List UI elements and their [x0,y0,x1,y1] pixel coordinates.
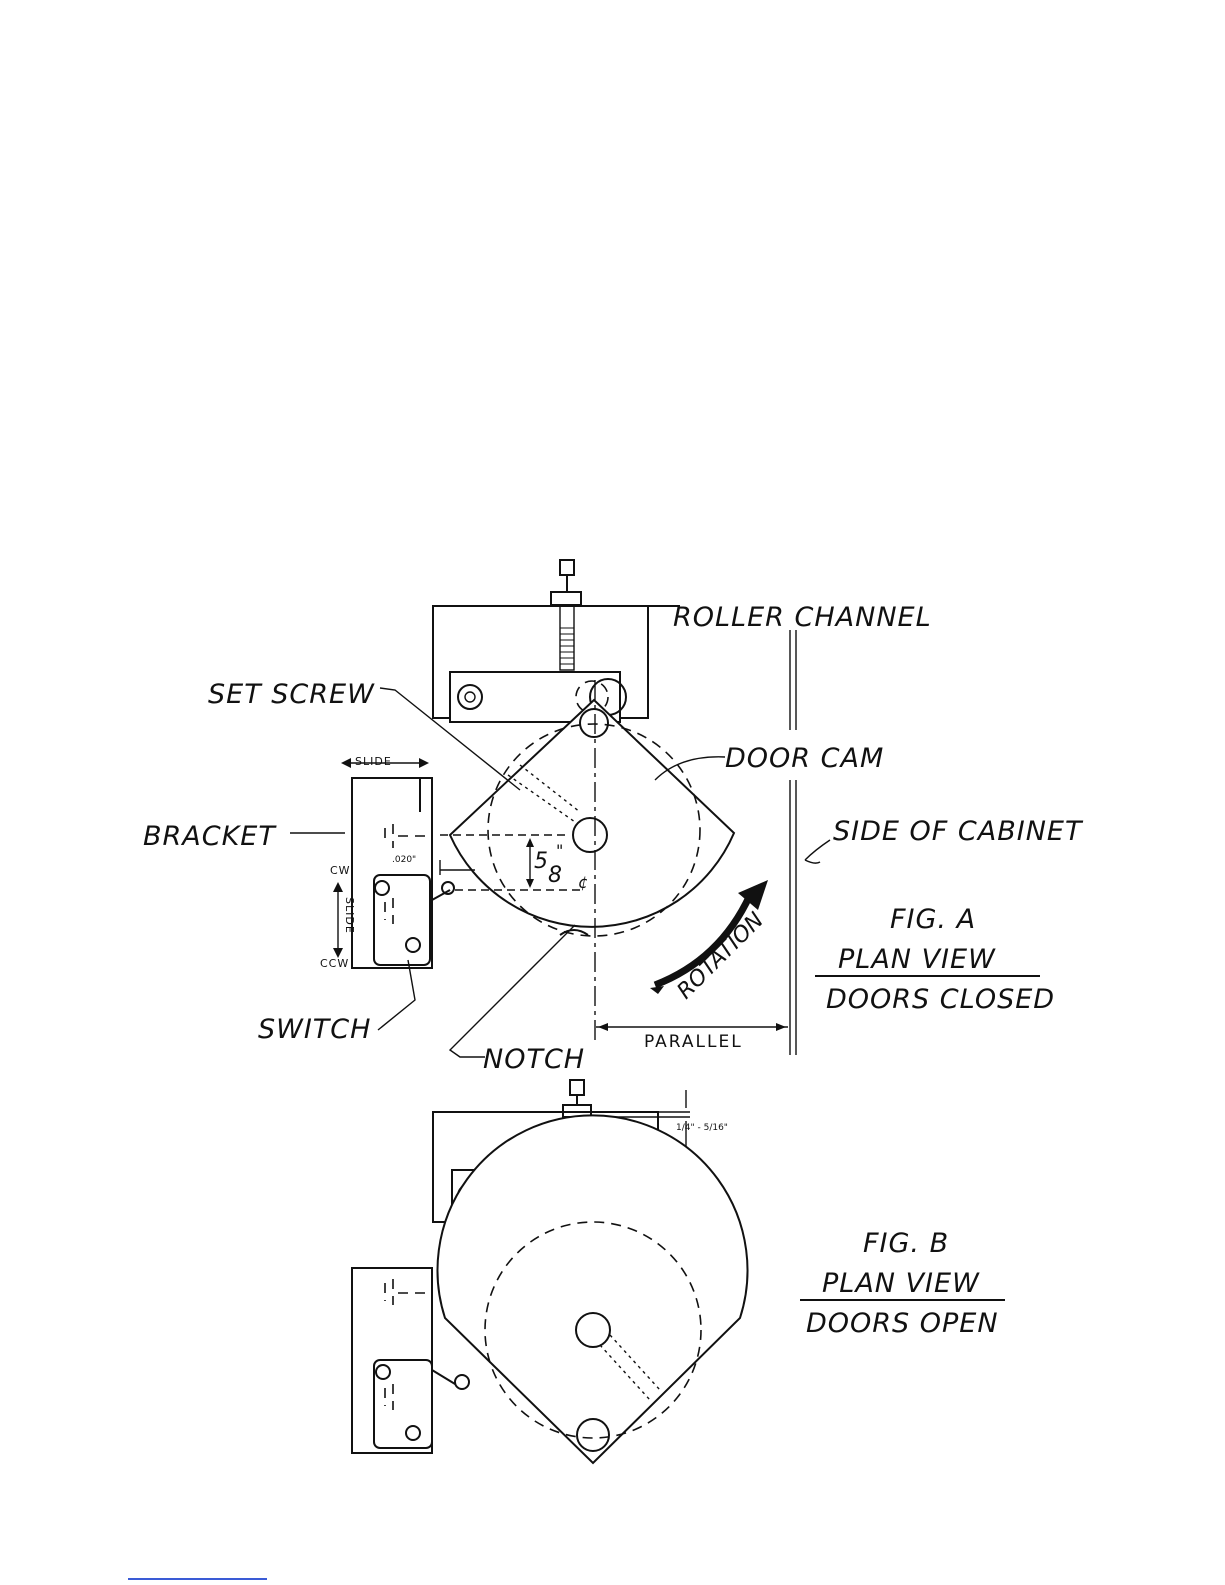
annot-offset-unit: " [556,841,563,860]
annot-cw: CW [330,864,351,877]
door-cam-body-b [437,1115,747,1463]
label-bracket: BRACKET [143,821,277,852]
thread-marks [560,628,574,664]
annot-offset-den: 8 [548,863,562,888]
fig-a-drawing [290,560,1040,1057]
switch-leader [378,960,415,1030]
adjust-screw-head [560,560,574,575]
label-rotation: ROTATION [673,908,769,1004]
threaded-rod [560,606,574,670]
label-door-cam: DOOR CAM [725,743,884,774]
annot-ccw: CCW [320,957,349,970]
door-cam-body [450,700,734,927]
switch-lever-b [432,1370,455,1384]
annot-offset-num: 5 [534,849,548,874]
annot-slide-side: SLIDE [343,897,356,934]
label-set-screw: SET SCREW [208,679,375,710]
annot-screw-range: 1/4" - 5/16" [676,1123,728,1133]
switch-body [374,875,430,965]
fig-b-id: FIG. B [863,1228,949,1259]
notch [560,930,588,935]
annot-slide-top: SLIDE [355,755,392,768]
fig-a-id: FIG. A [890,904,976,935]
label-side-of-cabinet: SIDE OF CABINET [833,816,1084,847]
notch-leader [450,925,575,1057]
adjust-screw-nut [551,592,581,605]
label-parallel: PARALLEL [644,1032,743,1052]
switch-lever [432,890,450,900]
label-roller-channel: ROLLER CHANNEL [673,602,932,633]
bracket-screw [385,824,433,848]
label-switch: SWITCH [258,1014,371,1045]
annot-gap: .020" [392,855,416,865]
annot-centerline: ¢ [578,873,588,892]
footer-rule [128,1578,267,1580]
label-notch: NOTCH [483,1044,585,1075]
fig-b-view: PLAN VIEW [822,1268,980,1299]
fig-b-state: DOORS OPEN [806,1308,999,1339]
cabinet-leader [805,840,830,863]
fig-a-state: DOORS CLOSED [826,984,1055,1015]
switch-body-b [374,1360,432,1448]
fig-a-view: PLAN VIEW [838,944,996,975]
adjust-screw-head-b [570,1080,584,1095]
